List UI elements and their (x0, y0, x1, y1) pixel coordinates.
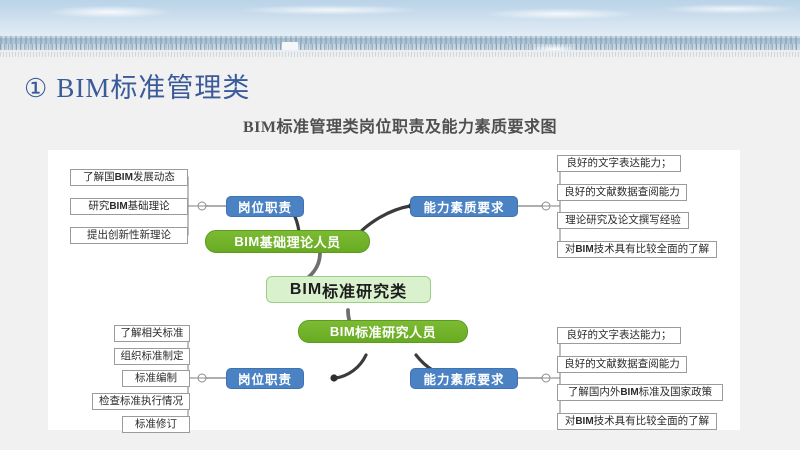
leaf-competency-1-2: 良好的文献数据查阅能力 (557, 184, 687, 201)
banner-building-white-2 (534, 44, 574, 53)
page-title-number: ① (24, 74, 49, 103)
leaf-competency-2-1: 良好的文字表达能力； (557, 327, 681, 344)
banner-clouds (0, 4, 800, 22)
node-competency-label-2[interactable]: 能力素质要求 (410, 368, 518, 389)
leaf-competency-1-3: 理论研究及论文撰写经验 (557, 212, 689, 229)
page-title-text: BIM标准管理类 (56, 73, 251, 103)
banner-foreground-detail (0, 52, 800, 57)
leaf-duty-2-4: 检查标准执行情况 (92, 393, 190, 410)
node-competency-label-1[interactable]: 能力素质要求 (410, 196, 518, 217)
banner-haze (0, 50, 800, 62)
leaf-duty-1-3: 提出创新性新理论 (70, 227, 188, 244)
banner-building-white (282, 42, 298, 52)
leaf-competency-1-1: 良好的文字表达能力； (557, 155, 681, 172)
page-subtitle: BIM标准管理类岗位职责及能力素质要求图 (242, 119, 557, 136)
leaf-duty-2-1: 了解相关标准 (114, 325, 190, 342)
banner-cityscape (0, 36, 800, 52)
leaf-competency-2-2: 良好的文献数据查阅能力 (557, 356, 687, 373)
header-banner-image (0, 0, 800, 62)
node-duty-label-1[interactable]: 岗位职责 (226, 196, 304, 217)
node-duty-label-2[interactable]: 岗位职责 (226, 368, 304, 389)
banner-tower (509, 36, 511, 52)
leaf-duty-2-3: 标准编制 (122, 370, 190, 387)
leaf-duty-2-5: 标准修订 (122, 416, 190, 433)
banner-cityscape-far (0, 44, 800, 54)
leaf-duty-2-2: 组织标准制定 (114, 348, 190, 365)
